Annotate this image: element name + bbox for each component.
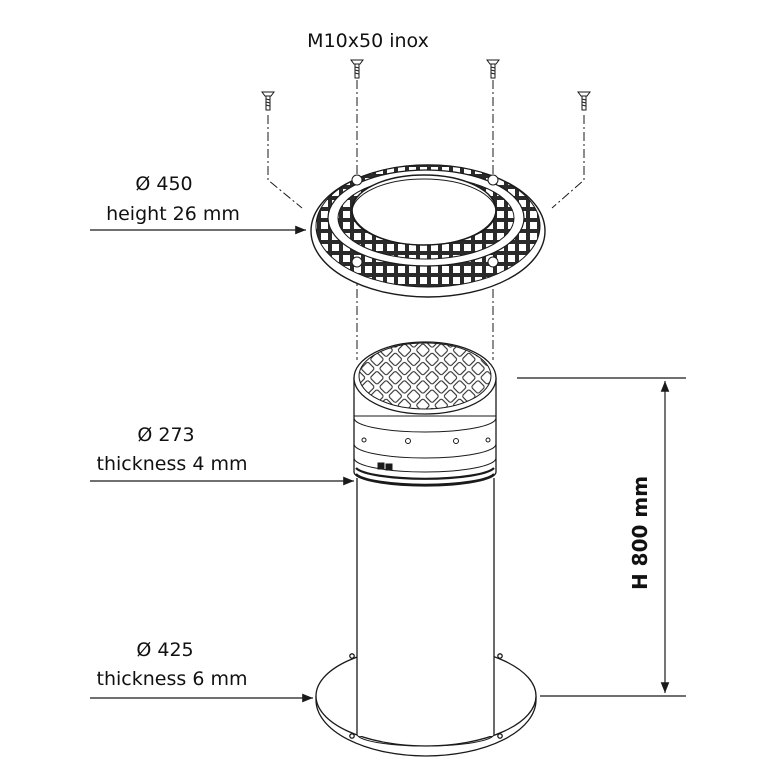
tube	[356, 478, 495, 747]
screws	[261, 59, 591, 111]
ring-diameter-label: Ø 450	[135, 173, 193, 195]
leader-lines	[90, 225, 354, 703]
height-dimension	[517, 377, 686, 697]
screw-icon	[486, 59, 500, 79]
height-dimension-label: H 800 mm	[628, 475, 652, 591]
screw-icon	[577, 91, 591, 111]
top-ring	[310, 164, 546, 298]
mounting-centerlines	[267, 80, 585, 360]
base-diameter-label: Ø 425	[136, 639, 194, 661]
tube-thickness-label: thickness 4 mm	[96, 453, 248, 475]
base-thickness-label: thickness 6 mm	[96, 668, 248, 690]
screw-label: M10x50 inox	[307, 30, 429, 52]
bollard-head	[353, 341, 497, 487]
screw-icon	[350, 59, 364, 79]
tube-diameter-label: Ø 273	[137, 424, 195, 446]
ring-height-label: height 26 mm	[106, 203, 240, 225]
screw-icon	[261, 91, 275, 111]
